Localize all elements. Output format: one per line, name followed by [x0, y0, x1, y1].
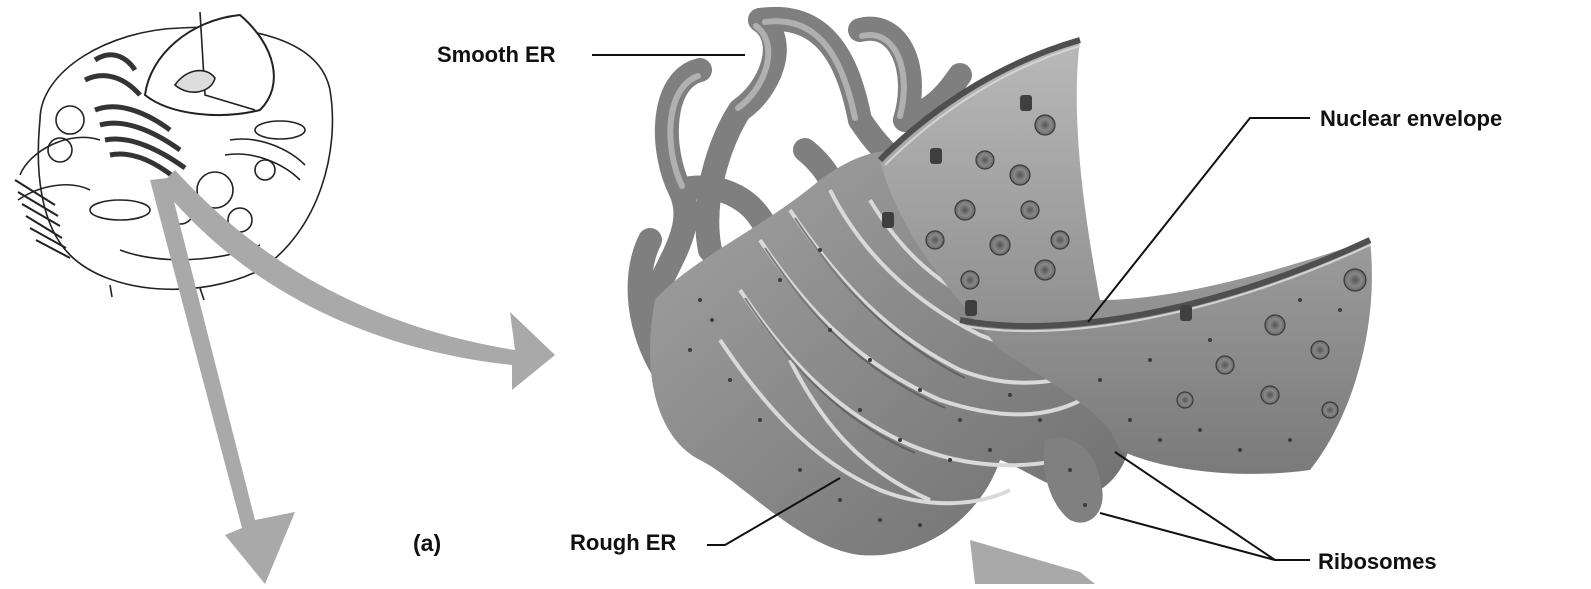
ribosomes-leader-2 [1100, 513, 1275, 560]
panel-label: (a) [413, 530, 441, 556]
nuclear-envelope-label: Nuclear envelope [1320, 106, 1502, 132]
pointer-arrow-bottom [970, 540, 1095, 584]
smooth-er-label: Smooth ER [437, 42, 556, 68]
ribosomes-label: Ribosomes [1318, 549, 1437, 575]
rough-er-label: Rough ER [570, 530, 676, 556]
